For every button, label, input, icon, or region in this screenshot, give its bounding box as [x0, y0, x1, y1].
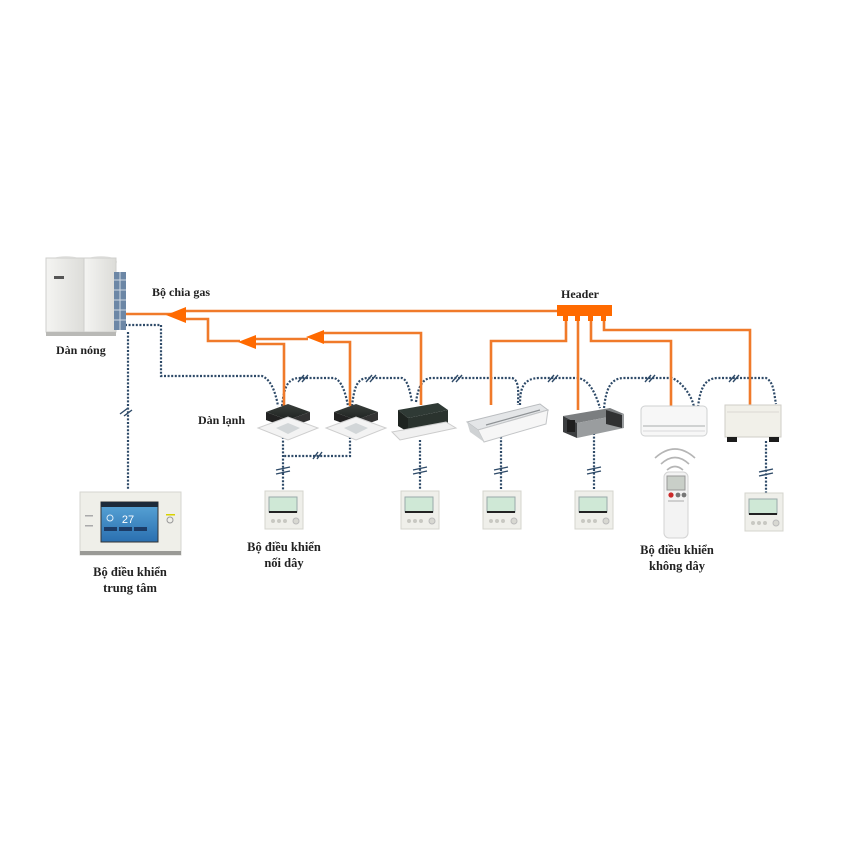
- pipe-header-to-unit4: [489, 318, 568, 405]
- label-wireless-controller-1: Bộ điều khiển: [640, 543, 714, 557]
- refrigerant-piping: [125, 309, 752, 410]
- wired-controller-2: [400, 490, 440, 530]
- wire-bus-3-4: [414, 376, 520, 406]
- indoor-unit-ceiling-suspended: [465, 403, 550, 443]
- pipe-header-to-unit7: [602, 318, 752, 405]
- pipe-header-to-unit6: [589, 318, 673, 407]
- indoor-unit-floor-standing: [724, 404, 782, 442]
- outdoor-unit: [45, 256, 126, 336]
- indoor-unit-cassette-2: [324, 404, 388, 441]
- wired-controller-3: [482, 490, 522, 530]
- label-indoor-units: Dàn lạnh: [198, 413, 245, 427]
- wire-bus-4-5: [518, 376, 602, 409]
- central-controller: 27: [79, 491, 182, 556]
- wireless-signal-icon: [654, 448, 696, 471]
- label-central-controller-2: trung tâm: [103, 581, 157, 595]
- label-wired-controller-2: nối dây: [264, 556, 304, 570]
- wire-outdoor-to-bus: [125, 323, 280, 407]
- pipe-splitter2-to-unit3: [322, 331, 423, 405]
- wired-controller-1: [264, 490, 304, 530]
- label-wireless-controller-2: không dây: [649, 559, 706, 573]
- wireless-remote: [654, 448, 696, 539]
- gas-splitter-2: [238, 335, 256, 349]
- wire-bus-6-7: [696, 376, 778, 408]
- control-wiring: [125, 323, 778, 493]
- wired-controller-4: [574, 490, 614, 530]
- indoor-unit-cassette-2way: [390, 403, 458, 441]
- wire-bus-5-6: [602, 376, 696, 409]
- pipe-splitter-branch: [186, 317, 240, 343]
- wire-unit2-link: [283, 437, 352, 458]
- wired-controller-5: [744, 492, 784, 532]
- gas-splitter-3: [306, 330, 324, 344]
- pipe-branch-to-unit1: [254, 342, 286, 406]
- label-outdoor-unit: Dàn nóng: [56, 343, 106, 357]
- label-central-controller-1: Bộ điều khiển: [93, 565, 167, 579]
- central-controller-temp: 27: [122, 514, 134, 526]
- label-header: Header: [561, 287, 600, 301]
- header-manifold: [557, 305, 612, 321]
- label-wired-controller-1: Bộ điều khiển: [247, 540, 321, 554]
- wire-bus-2-3: [350, 376, 414, 407]
- wire-break-marks: [119, 374, 774, 477]
- indoor-unit-cassette-1: [256, 404, 320, 441]
- indoor-unit-ducted: [563, 408, 624, 438]
- indoor-unit-wall-mounted: [640, 405, 708, 437]
- wire-bus-1-2: [280, 376, 350, 407]
- pipe-splitter2-to-unit2: [322, 340, 352, 406]
- gas-splitter-1: [166, 307, 186, 323]
- label-gas-splitter: Bộ chia gas: [152, 285, 210, 299]
